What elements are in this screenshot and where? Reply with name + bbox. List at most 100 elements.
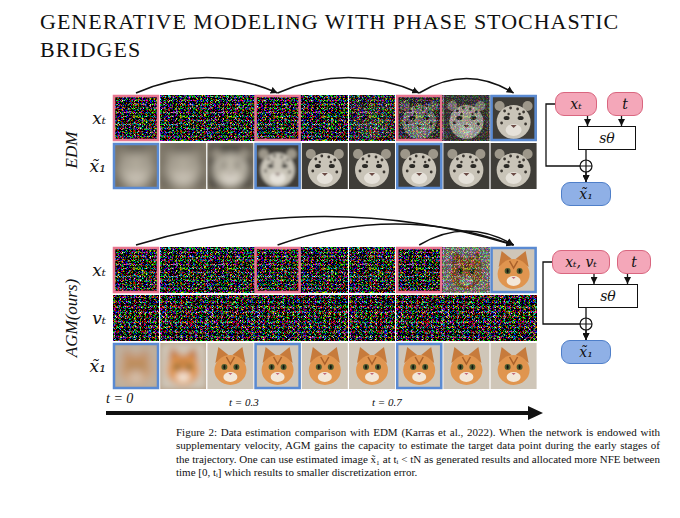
cat-image [207, 343, 253, 389]
noise-image [113, 95, 159, 141]
highlight-border [492, 96, 536, 140]
noise-image [349, 295, 395, 341]
blurred-image [160, 343, 206, 389]
image-cell [443, 95, 489, 141]
image-cell [349, 295, 395, 341]
node-text: x̃₁ [579, 186, 593, 202]
network-box: sθ [578, 126, 636, 150]
noise-image [443, 247, 489, 293]
image-cell [491, 95, 537, 141]
cat-image [349, 343, 395, 389]
noise-image [443, 95, 489, 141]
leopard-image [443, 95, 489, 141]
image-cell [443, 143, 489, 189]
image-cell [396, 95, 442, 141]
highlight-border [397, 96, 441, 140]
highlight-border [492, 248, 536, 292]
image-cell [207, 95, 253, 141]
image-cell [302, 247, 348, 293]
noise-image [255, 247, 301, 293]
image-row [113, 247, 537, 293]
image-cell [255, 343, 301, 389]
leopard-image [396, 143, 442, 189]
image-cell [113, 295, 159, 341]
image-cell [443, 343, 489, 389]
jump-arc [419, 231, 513, 245]
sum-cross [580, 318, 592, 330]
noise-image [491, 295, 537, 341]
figure-title: GENERATIVE MODELING WITH PHASE STOCHASTI… [40, 8, 665, 64]
noise-image [443, 295, 489, 341]
noise-image [396, 247, 442, 293]
image-row [113, 295, 537, 341]
image-row [113, 343, 537, 389]
blurred-image [113, 343, 159, 389]
noise-image [349, 247, 395, 293]
image-cell [349, 343, 395, 389]
jump-arc [278, 224, 514, 245]
method-label: AGM(ours) [62, 279, 82, 357]
image-cell [443, 295, 489, 341]
image-cell [491, 343, 537, 389]
sum-symbol [580, 318, 592, 330]
highlight-border [114, 344, 158, 388]
sum-circle [580, 318, 592, 330]
highlight-border [114, 96, 158, 140]
connector [627, 274, 628, 284]
connector [593, 274, 594, 284]
leopard-image [396, 95, 442, 141]
cat-image [255, 343, 301, 389]
image-cell [207, 295, 253, 341]
noise-image [160, 295, 206, 341]
connector [621, 116, 622, 126]
row-label: xₜ [92, 108, 106, 128]
highlight-border [397, 248, 441, 292]
image-cell [160, 95, 206, 141]
highlight-border [256, 248, 300, 292]
leopard-image [443, 143, 489, 189]
image-cell [207, 143, 253, 189]
noise-image [207, 95, 253, 141]
jump-arc [278, 78, 420, 94]
leopard-image [302, 143, 348, 189]
image-cell [255, 247, 301, 293]
node-text: t [631, 254, 637, 270]
image-cell [396, 247, 442, 293]
noise-image [349, 95, 395, 141]
cat-image [443, 343, 489, 389]
image-cell [302, 95, 348, 141]
image-cell [207, 247, 253, 293]
noise-image [255, 95, 301, 141]
jump-arc [136, 78, 278, 94]
image-row [113, 143, 537, 189]
image-cell [443, 247, 489, 293]
blurred-image [255, 143, 301, 189]
image-cell [396, 295, 442, 341]
image-cell [302, 343, 348, 389]
time-axis [106, 411, 530, 415]
connector [587, 116, 588, 126]
node-text: sθ [600, 288, 616, 304]
image-cell [160, 247, 206, 293]
highlight-border [397, 144, 441, 188]
row-label: x̃₁ [90, 356, 106, 376]
blurred-image [113, 143, 159, 189]
highlight-border [114, 144, 158, 188]
blurred-image [160, 143, 206, 189]
image-row [113, 95, 537, 141]
time-axis-head [528, 406, 543, 420]
figure-caption: Figure 2: Data estimation comparison wit… [176, 426, 660, 479]
cat-image [443, 247, 489, 293]
image-cell [160, 343, 206, 389]
noise-image [396, 295, 442, 341]
leopard-image [491, 143, 537, 189]
noise-image [207, 295, 253, 341]
sum-symbol [580, 160, 592, 172]
image-cell [396, 343, 442, 389]
highlight-border [256, 96, 300, 140]
highlight-border [256, 344, 300, 388]
method-label: EDM [62, 132, 82, 169]
cat-image [491, 247, 537, 293]
node-text: sθ [599, 130, 615, 146]
